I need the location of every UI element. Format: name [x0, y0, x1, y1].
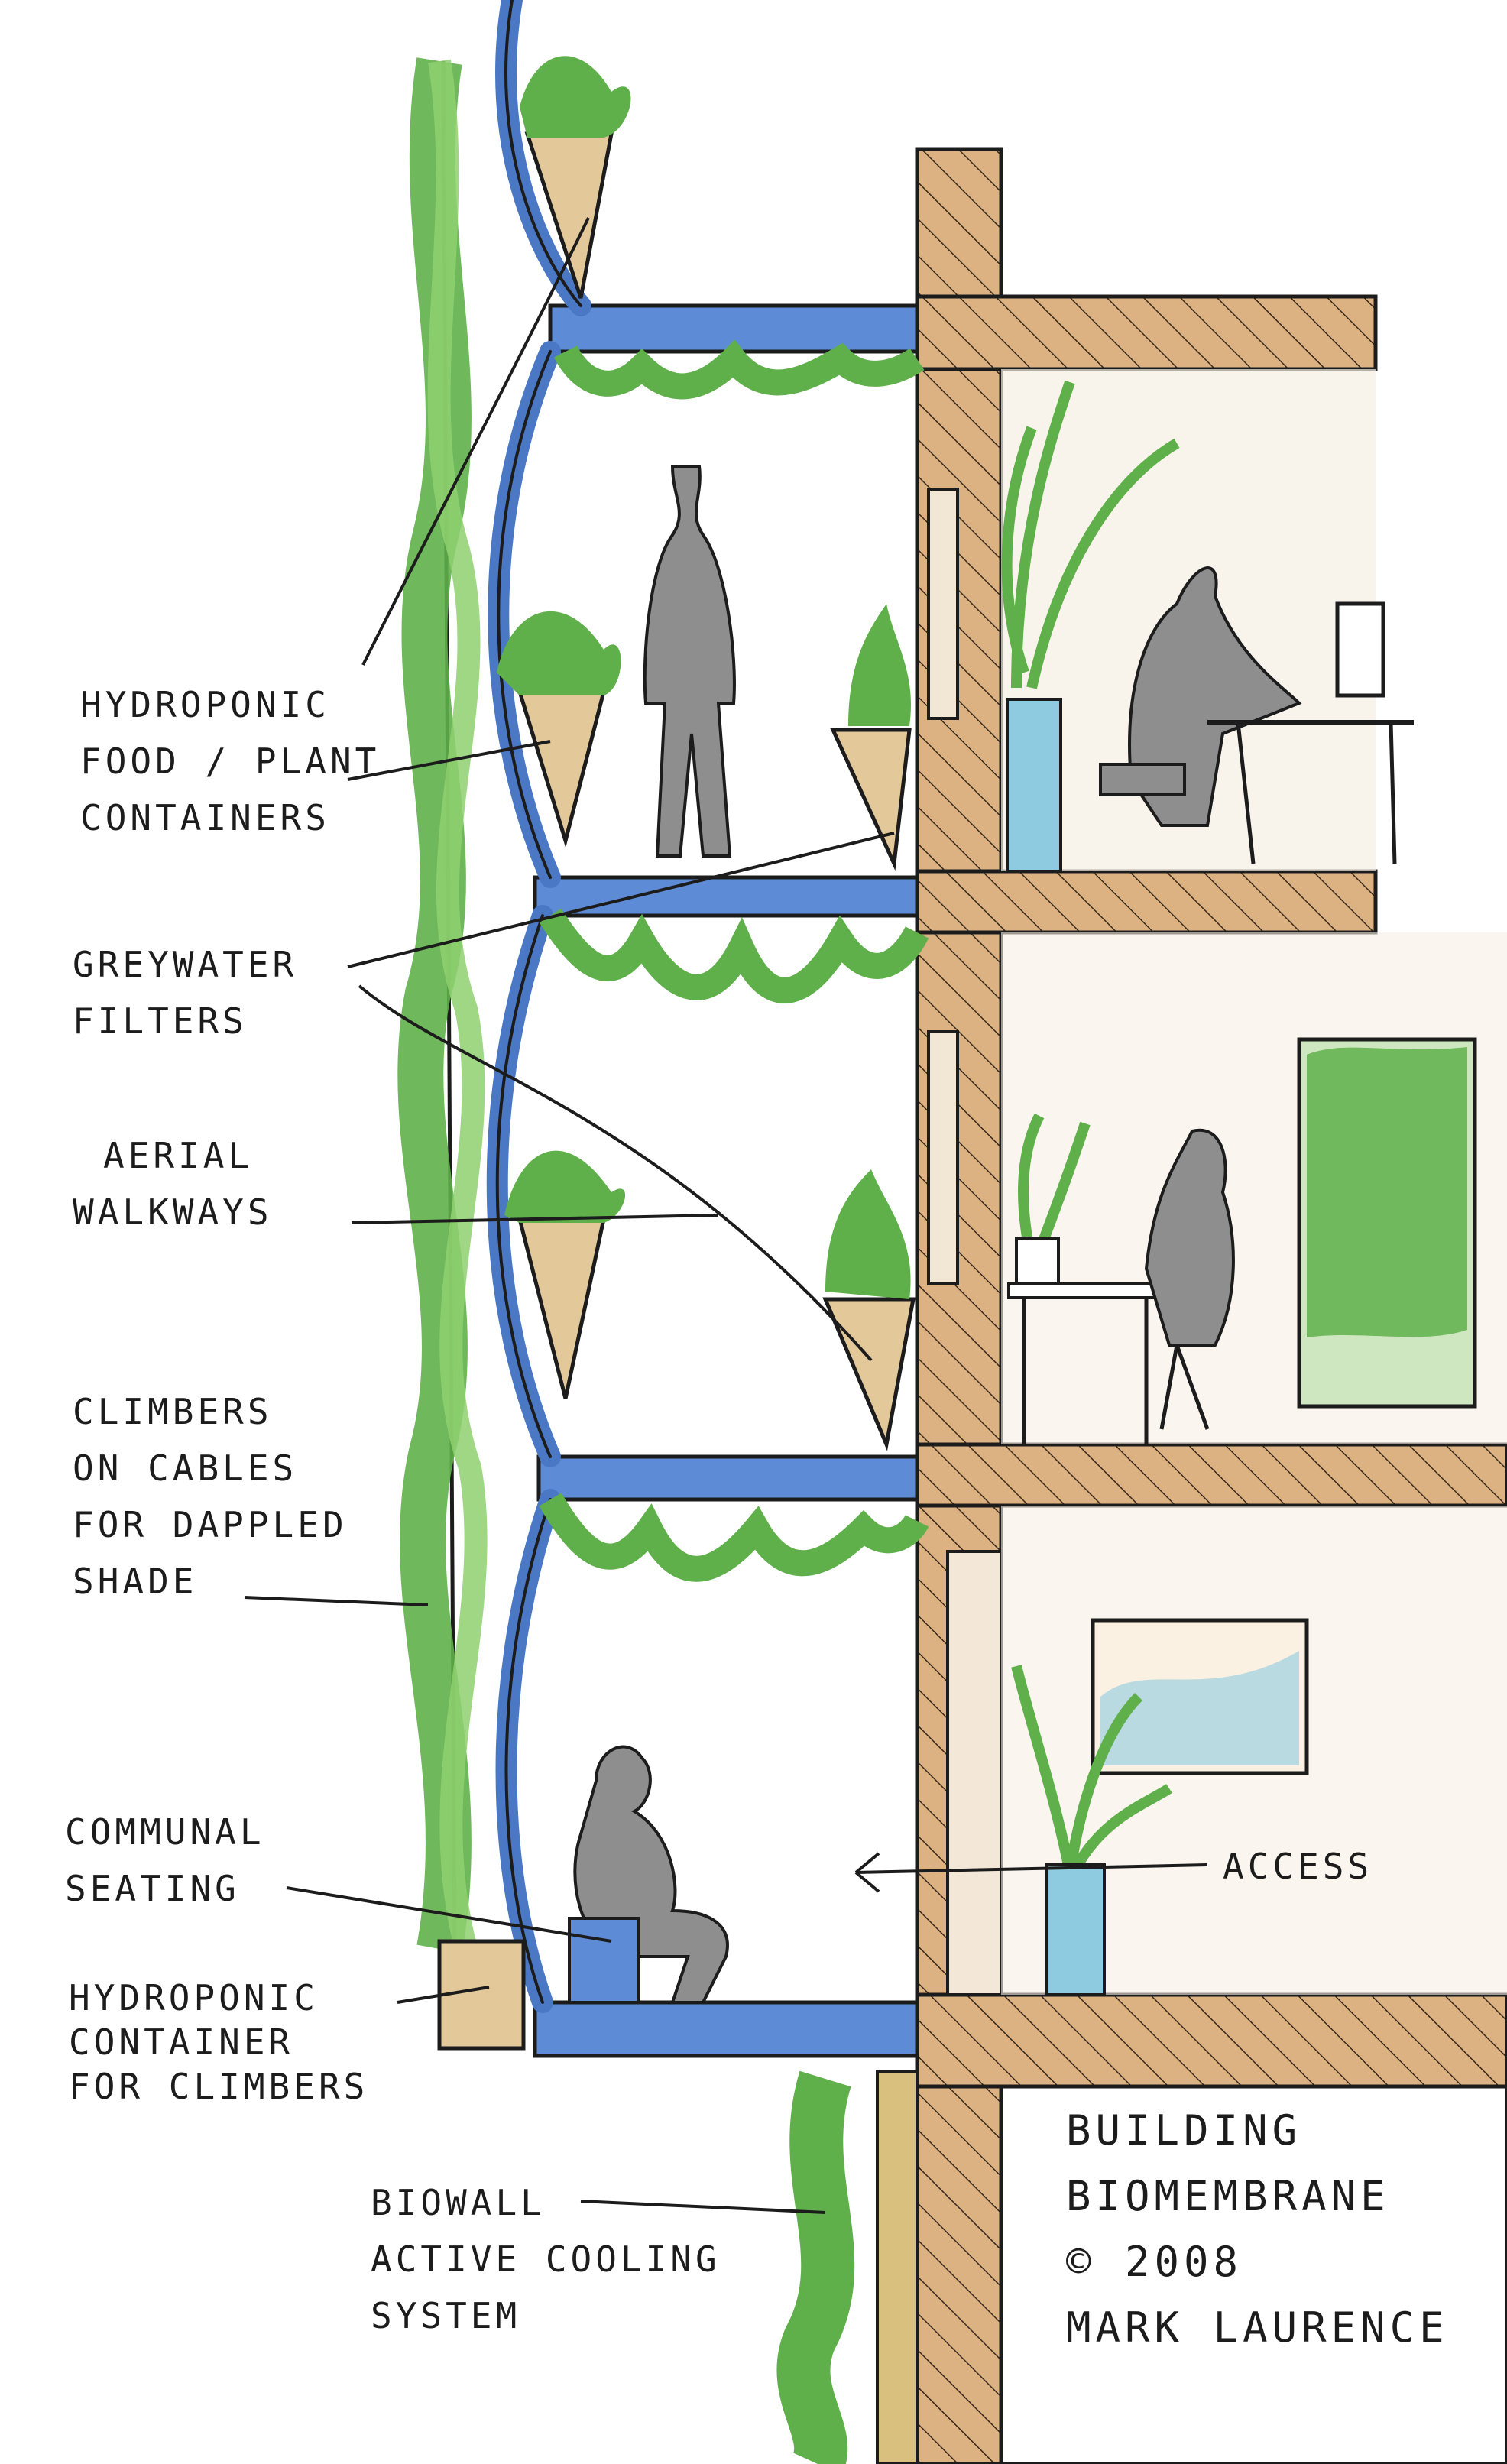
label-line: CONTAINERS — [80, 797, 330, 838]
drawing-title-block: BUILDING BIOMEMBRANE © 2008 MARK LAURENC… — [1066, 2098, 1449, 2361]
label-line: FILTERS — [73, 1000, 248, 1042]
access-corridor-lower — [1001, 1506, 1507, 1996]
office-room-middle — [1001, 932, 1507, 1444]
label-line: HYDROPONIC — [69, 1977, 319, 2018]
label-line: CLIMBERS — [73, 1391, 273, 1432]
standing-person — [643, 465, 736, 858]
label-climbers-on-cables: CLIMBERS ON CABLES FOR DAPPLED SHADE — [73, 1383, 348, 1610]
curved-membrane — [486, 0, 591, 2013]
leader-lines — [244, 217, 1208, 2214]
label-line: FOOD / PLANT — [80, 741, 381, 782]
label-line: ACTIVE COOLING — [371, 2239, 721, 2280]
label-biowall: BIOWALL ACTIVE COOLING SYSTEM — [371, 2174, 721, 2344]
office-room-upper — [1001, 369, 1414, 873]
label-line: AERIAL — [103, 1135, 254, 1176]
building-wall — [876, 147, 1507, 2464]
label-line: FOR DAPPLED — [73, 1504, 348, 1545]
author-line: MARK LAURENCE — [1066, 2304, 1449, 2352]
label-hydroponic-container-climbers: HYDROPONIC CONTAINER FOR CLIMBERS — [69, 1976, 368, 2109]
label-line: SHADE — [73, 1561, 198, 1602]
label-line: ON CABLES — [73, 1448, 298, 1489]
label-line: COMMUNAL — [65, 1811, 265, 1853]
label-line: SYSTEM — [371, 2295, 521, 2336]
label-line: HYDROPONIC — [80, 684, 330, 725]
label-hydroponic-food-containers: HYDROPONIC FOOD / PLANT CONTAINERS — [80, 676, 380, 846]
label-line: WALKWAYS — [73, 1191, 273, 1233]
label-line: FOR CLIMBERS — [69, 2066, 369, 2107]
label-line: SEATING — [65, 1868, 240, 1909]
people-figures — [568, 465, 736, 2004]
copyright-line: © 2008 — [1066, 2238, 1243, 2286]
label-line: BIOWALL — [371, 2182, 546, 2223]
title-line: BUILDING — [1066, 2106, 1302, 2154]
label-access: ACCESS — [1223, 1846, 1373, 1887]
title-line: BIOMEMBRANE — [1066, 2172, 1390, 2220]
label-communal-seating: COMMUNAL SEATING — [65, 1804, 265, 1917]
label-line: CONTAINER — [69, 2021, 294, 2063]
label-line: GREYWATER — [73, 944, 298, 985]
climber-plants — [397, 57, 929, 2464]
label-aerial-walkways: AERIAL WALKWAYS — [73, 1127, 273, 1240]
label-greywater-filters: GREYWATER FILTERS — [73, 936, 297, 1049]
hydroponic-containers — [437, 56, 916, 2051]
